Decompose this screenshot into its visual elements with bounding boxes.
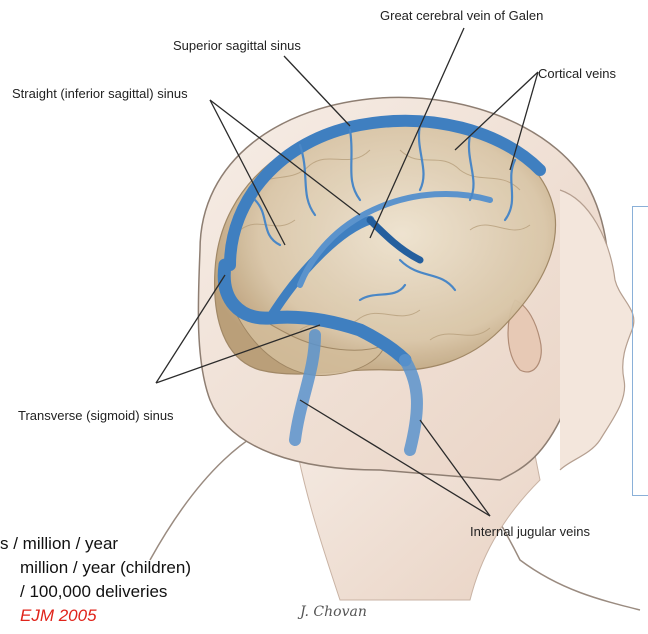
stat-line-1: s / million / year [0, 534, 118, 554]
label-cortical-veins: Cortical veins [538, 66, 616, 81]
label-superior-sagittal-sinus: Superior sagittal sinus [173, 38, 301, 53]
face-profile [560, 190, 634, 470]
label-straight-sinus: Straight (inferior sagittal) sinus [12, 86, 188, 101]
artist-signature: J. Chovan [300, 604, 367, 620]
label-transverse-sinus: Transverse (sigmoid) sinus [18, 408, 174, 423]
stat-citation: EJM 2005 [20, 606, 97, 626]
stat-line-3: / 100,000 deliveries [20, 582, 167, 602]
stat-line-2: million / year (children) [20, 558, 191, 578]
side-panel-frame [632, 206, 648, 496]
label-great-cerebral-vein: Great cerebral vein of Galen [380, 8, 543, 23]
label-internal-jugular-veins: Internal jugular veins [470, 524, 590, 539]
